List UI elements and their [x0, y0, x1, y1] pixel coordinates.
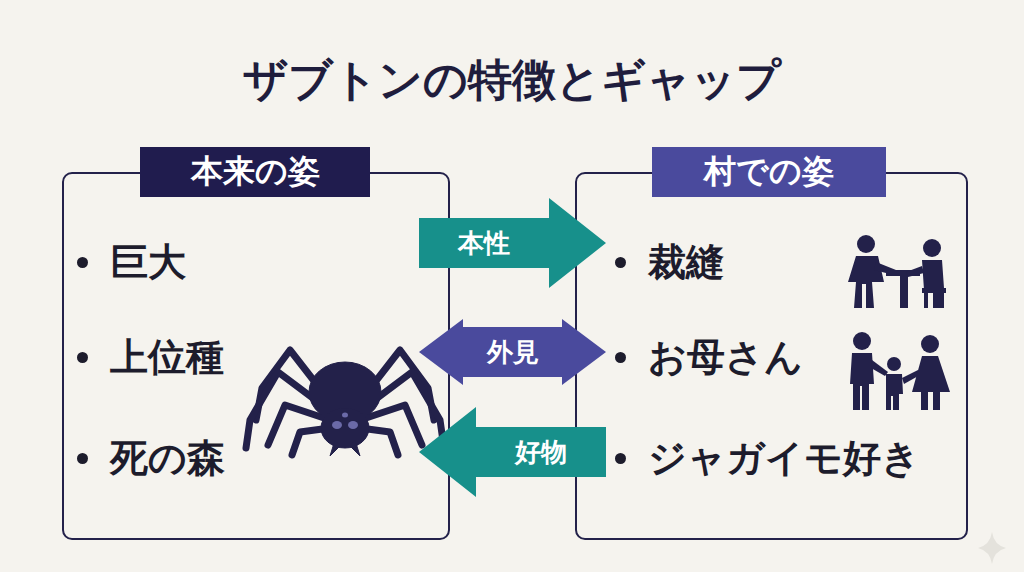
list-item: 死の森	[110, 434, 225, 482]
arrow-label: 外見	[487, 336, 539, 368]
panel-heading: 村での姿	[652, 147, 886, 197]
arrow-label: 本性	[458, 227, 510, 259]
sewing-icon	[848, 235, 946, 308]
block-arrow	[419, 407, 606, 497]
diagram-title: ザブトンの特徴とギャップ	[0, 52, 1024, 108]
list-item: 裁縫	[648, 238, 724, 286]
group-panel: 本来の姿巨大上位種死の森	[62, 172, 450, 540]
panel-heading: 本来の姿	[140, 147, 370, 197]
list-item: 巨大	[110, 238, 186, 286]
list-item: ジャガイモ好き	[648, 434, 920, 482]
bullet-dot	[77, 352, 88, 363]
list-item: 上位種	[110, 333, 224, 381]
bullet-dot	[615, 352, 626, 363]
family-icon	[850, 332, 950, 410]
arrow-label: 好物	[515, 436, 567, 468]
block-arrow	[419, 319, 606, 385]
bullet-dot	[77, 257, 88, 268]
list-item: お母さん	[648, 333, 803, 381]
bullet-dot	[77, 453, 88, 464]
spider-illustration	[246, 350, 444, 456]
bullet-dot	[615, 453, 626, 464]
block-arrow	[419, 198, 606, 288]
group-panel: 村での姿裁縫お母さんジャガイモ好き	[575, 172, 968, 540]
sparkle-mark	[978, 532, 1006, 564]
bullet-dot	[615, 257, 626, 268]
